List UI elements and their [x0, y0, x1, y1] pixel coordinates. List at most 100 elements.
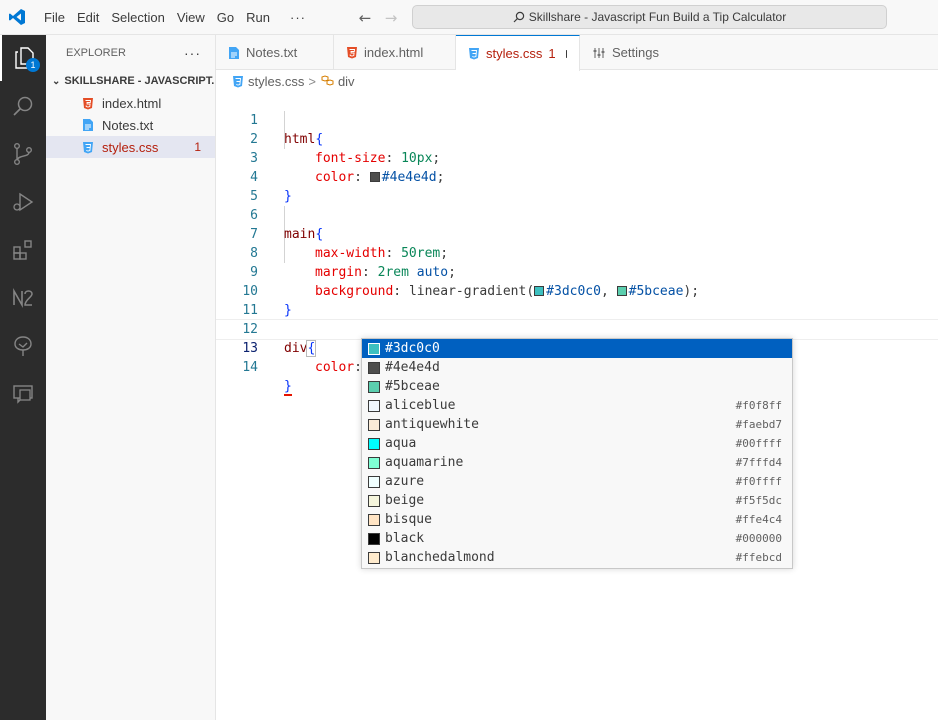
source-control-icon [14, 143, 32, 166]
line-number: 3 [250, 151, 258, 166]
explorer-activity-button[interactable]: 1 [0, 35, 46, 81]
code-line: 1 html{ [216, 92, 938, 147]
suggestion-item[interactable]: beige#f5f5dc [362, 491, 792, 510]
menu-selection[interactable]: Selection [111, 9, 165, 25]
back-arrow-icon[interactable]: ← [358, 8, 372, 27]
code-line: 4 } [216, 149, 938, 204]
color-swatch [368, 361, 380, 374]
search-activity-button[interactable] [0, 83, 46, 129]
unsaved-dot-icon[interactable] [565, 49, 567, 58]
suggestion-item[interactable]: antiquewhite#faebd7 [362, 415, 792, 434]
file-label: Notes.txt [102, 117, 154, 133]
n2-activity-button[interactable] [0, 275, 46, 321]
remote-chat-activity-button[interactable] [0, 371, 46, 417]
tab-label: index.html [364, 45, 424, 60]
line-number: 6 [250, 208, 258, 223]
tab-styles-css[interactable]: styles.css 1 [456, 35, 580, 71]
file-styles-css[interactable]: styles.css 1 [46, 136, 215, 158]
tree-activity-button[interactable] [0, 323, 46, 369]
code-editor[interactable]: 1 html{ 2 font-size: 10px; 3 color: #4e4… [216, 92, 938, 720]
code-line: 2 font-size: 10px; [216, 111, 938, 166]
code-line-current: 13 color: [216, 319, 938, 375]
line-number: 14 [242, 360, 258, 375]
symbol-class-icon [320, 75, 334, 87]
color-swatch[interactable] [616, 286, 627, 296]
color-swatch [368, 342, 380, 355]
color-swatch [368, 399, 380, 412]
html5-icon [346, 46, 358, 59]
color-swatch[interactable] [369, 172, 380, 182]
run-debug-activity-button[interactable] [0, 179, 46, 225]
extensions-activity-button[interactable] [0, 227, 46, 273]
suggestion-item[interactable]: aliceblue#f0f8ff [362, 396, 792, 415]
file-label: styles.css [102, 139, 159, 155]
code-text: font-size: 10px; [315, 151, 441, 166]
vscode-logo-icon [2, 0, 32, 35]
command-center-label: Skillshare - Javascript Fun Build a Tip … [528, 10, 787, 24]
remote-chat-icon [13, 385, 33, 404]
menu-go[interactable]: Go [216, 9, 235, 25]
color-swatch [368, 437, 380, 450]
file-notes-txt[interactable]: Notes.txt [46, 114, 215, 136]
code-text: } [284, 379, 292, 396]
breadcrumb: styles.css > div [216, 70, 938, 92]
menu-more-button[interactable]: ··· [290, 9, 306, 25]
breadcrumb-symbol[interactable]: div [337, 73, 355, 89]
title-bar: File Edit Selection View Go Run ··· ← → … [0, 0, 938, 35]
code-text: max-width: 50rem; [315, 246, 449, 261]
navigation-controls: ← → [352, 0, 404, 35]
search-icon [513, 11, 524, 23]
code-text: color: #4e4e4d; [315, 170, 445, 185]
source-control-activity-button[interactable] [0, 131, 46, 177]
code-line: 14 } [216, 339, 938, 396]
line-number: 1 [250, 113, 258, 128]
chevron-down-icon: ⌄ [52, 75, 61, 87]
breadcrumb-separator: > [308, 73, 316, 89]
color-swatch [368, 456, 380, 469]
suggestion-item[interactable]: aqua#00ffff [362, 434, 792, 453]
menu-bar: File Edit Selection View Go Run ··· [38, 10, 312, 25]
color-swatch [368, 532, 380, 545]
explorer-more-button[interactable]: ··· [184, 44, 201, 61]
tab-index-html[interactable]: index.html [334, 35, 456, 70]
menu-file[interactable]: File [44, 9, 65, 25]
editor-tabs: Notes.txt index.html styles.css 1 Settin… [216, 35, 938, 71]
tab-label: Settings [612, 45, 659, 60]
tab-label: styles.css [486, 46, 543, 61]
tab-settings[interactable]: Settings [580, 35, 690, 70]
extensions-icon [13, 240, 32, 260]
menu-edit[interactable]: Edit [76, 9, 100, 25]
suggestion-item[interactable]: #5bceae [362, 377, 792, 396]
css3-icon [232, 75, 244, 88]
code-text: } [284, 303, 292, 318]
suggestion-item[interactable]: black#000000 [362, 529, 792, 548]
code-text: background: linear-gradient(#3dc0c0, #5b… [315, 284, 700, 299]
suggestion-item[interactable]: #3dc0c0 [362, 339, 792, 358]
forward-arrow-icon[interactable]: → [384, 8, 398, 27]
suggestion-item[interactable]: azure#f0ffff [362, 472, 792, 491]
color-swatch [368, 513, 380, 526]
menu-run[interactable]: Run [246, 9, 270, 25]
css3-icon [468, 47, 480, 60]
color-swatch [368, 475, 380, 488]
suggestion-item[interactable]: #4e4e4d [362, 358, 792, 377]
suggestion-item[interactable]: bisque#ffe4c4 [362, 510, 792, 529]
suggestion-item[interactable]: blanchedalmond#ffebcd [362, 548, 792, 567]
problems-count: 1 [194, 140, 201, 154]
txt-file-icon [228, 46, 240, 60]
color-swatch [368, 494, 380, 507]
code-line: 5 [216, 168, 938, 204]
suggestion-item[interactable]: aquamarine#7fffd4 [362, 453, 792, 472]
menu-view[interactable]: View [176, 9, 205, 25]
file-label: index.html [102, 95, 162, 111]
breadcrumb-file[interactable]: styles.css [248, 73, 305, 89]
tab-notes-txt[interactable]: Notes.txt [216, 35, 334, 70]
line-number: 5 [250, 189, 258, 204]
command-center[interactable]: Skillshare - Javascript Fun Build a Tip … [412, 5, 887, 29]
tab-problems-count: 1 [548, 46, 556, 61]
file-index-html[interactable]: index.html [46, 92, 215, 114]
workspace-folder[interactable]: ⌄ SKILLSHARE - JAVASCRIPT... [46, 70, 215, 92]
code-line: 6 main{ [216, 187, 938, 242]
color-swatch[interactable] [534, 286, 545, 296]
line-number: 12 [242, 322, 258, 337]
